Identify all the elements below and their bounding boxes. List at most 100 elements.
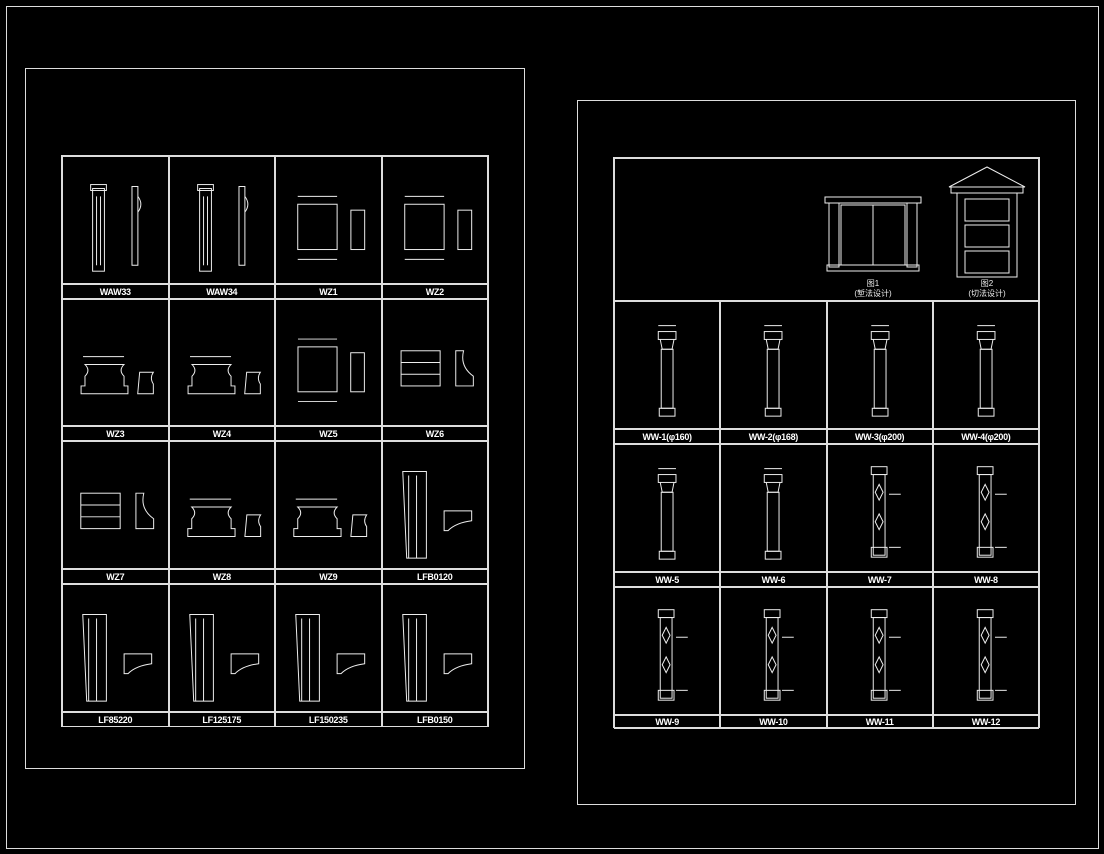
lintel-drawing bbox=[188, 614, 259, 702]
drawing-cell bbox=[826, 587, 933, 715]
component-label: WW-5 bbox=[614, 572, 721, 587]
window-elevations-panel: 图1(堑法设计) 图2(切法设计) bbox=[614, 158, 1039, 301]
column-illustration bbox=[657, 468, 677, 560]
right-sheet bbox=[577, 100, 1076, 805]
block-drawing bbox=[403, 195, 472, 260]
drawing-cell bbox=[168, 584, 275, 712]
right-column-table: 图1(堑法设计) 图2(切法设计) WW-1(φ160)WW-2(φ168) WW-… bbox=[613, 157, 1040, 729]
component-label: WW-11 bbox=[826, 715, 933, 729]
pilaster-illustration bbox=[90, 184, 142, 272]
column-drawing bbox=[657, 468, 677, 560]
block-drawing bbox=[297, 195, 366, 260]
drawing-cell bbox=[168, 156, 275, 284]
drawing-cell bbox=[168, 441, 275, 569]
drawing-cell bbox=[932, 444, 1039, 572]
profile-illustration bbox=[80, 492, 155, 530]
component-label: WAW33 bbox=[62, 284, 169, 299]
base-drawing bbox=[187, 356, 261, 395]
drawing-cell bbox=[381, 584, 488, 712]
component-label: WZ7 bbox=[62, 569, 169, 584]
column-drawing bbox=[976, 325, 996, 417]
component-label: WZ6 bbox=[381, 426, 488, 441]
base-drawing bbox=[186, 498, 262, 537]
drawing-cell bbox=[168, 299, 275, 426]
drawing-cell bbox=[932, 301, 1039, 429]
component-label: LFB0120 bbox=[381, 569, 488, 584]
ornate-illustration bbox=[870, 609, 901, 701]
drawing-cell bbox=[381, 299, 488, 426]
column-drawing bbox=[657, 325, 677, 417]
ornate-illustration bbox=[657, 609, 688, 701]
ornate-illustration bbox=[764, 609, 795, 701]
ornate-illustration bbox=[976, 609, 1007, 701]
base-illustration bbox=[186, 498, 262, 537]
ornate-drawing bbox=[870, 609, 901, 701]
ornate-drawing bbox=[870, 466, 901, 558]
lintel-illustration bbox=[188, 614, 259, 702]
lintel-drawing bbox=[401, 614, 472, 702]
drawing-cell bbox=[614, 301, 721, 429]
column-drawing bbox=[870, 325, 889, 417]
lintel-drawing bbox=[82, 614, 153, 702]
drawing-cell bbox=[62, 156, 169, 284]
base-illustration bbox=[293, 498, 368, 537]
component-label: WW-4(φ200) bbox=[932, 429, 1039, 444]
component-label: WW-1(φ160) bbox=[614, 429, 721, 444]
window-figure-1 bbox=[824, 196, 922, 272]
drawing-cell bbox=[614, 587, 721, 715]
ornate-drawing bbox=[976, 609, 1007, 701]
left-sheet bbox=[25, 68, 525, 769]
column-drawing bbox=[764, 468, 783, 560]
component-label: LF85220 bbox=[62, 712, 169, 727]
block-drawing bbox=[297, 338, 365, 403]
ornate-drawing bbox=[976, 466, 1007, 558]
pilaster-drawing bbox=[90, 184, 142, 272]
block-illustration bbox=[297, 195, 366, 260]
component-label: WW-10 bbox=[720, 715, 827, 729]
ornate-illustration bbox=[870, 466, 901, 558]
drawing-cell bbox=[932, 587, 1039, 715]
drawing-cell bbox=[381, 156, 488, 284]
component-label: WZ5 bbox=[275, 426, 382, 441]
component-label: WZ4 bbox=[168, 426, 275, 441]
pilaster-drawing bbox=[196, 184, 248, 272]
component-label: WW-12 bbox=[932, 715, 1039, 729]
ornate-illustration bbox=[976, 466, 1007, 558]
figure-1-subtitle: (堑法设计) bbox=[854, 289, 892, 298]
component-label: WZ9 bbox=[275, 569, 382, 584]
drawing-cell bbox=[720, 301, 827, 429]
component-label: WZ2 bbox=[381, 284, 488, 299]
component-label: WAW34 bbox=[168, 284, 275, 299]
component-label: WW-9 bbox=[614, 715, 721, 729]
figure-2-title: 图2 bbox=[980, 279, 994, 288]
component-label: LF125175 bbox=[168, 712, 275, 727]
drawing-cell bbox=[275, 584, 382, 712]
component-label: WW-7 bbox=[826, 572, 933, 587]
drawing-cell bbox=[62, 584, 169, 712]
block-illustration bbox=[297, 338, 365, 403]
column-illustration bbox=[657, 325, 677, 417]
profile-illustration bbox=[400, 350, 474, 387]
component-label: WZ1 bbox=[275, 284, 382, 299]
ornate-drawing bbox=[764, 609, 795, 701]
column-illustration bbox=[976, 325, 996, 417]
drawing-cell bbox=[62, 299, 169, 426]
drawing-cell bbox=[614, 444, 721, 572]
window-elevation-drawings bbox=[824, 166, 1026, 278]
drawing-cell bbox=[720, 444, 827, 572]
component-label: WW-2(φ168) bbox=[720, 429, 827, 444]
drawing-cell bbox=[826, 301, 933, 429]
base-illustration bbox=[80, 356, 155, 395]
base-drawing bbox=[293, 498, 368, 537]
drawing-cell bbox=[720, 587, 827, 715]
drawing-cell bbox=[275, 156, 382, 284]
component-label: LFB0150 bbox=[381, 712, 488, 727]
lintel-illustration bbox=[401, 614, 472, 702]
lintel-illustration bbox=[295, 614, 366, 702]
column-illustration bbox=[764, 325, 783, 417]
pilaster-illustration bbox=[196, 184, 248, 272]
column-drawing bbox=[764, 325, 783, 417]
component-label: WW-8 bbox=[932, 572, 1039, 587]
figure-1-title: 图1 bbox=[866, 279, 880, 288]
component-label: WZ3 bbox=[62, 426, 169, 441]
